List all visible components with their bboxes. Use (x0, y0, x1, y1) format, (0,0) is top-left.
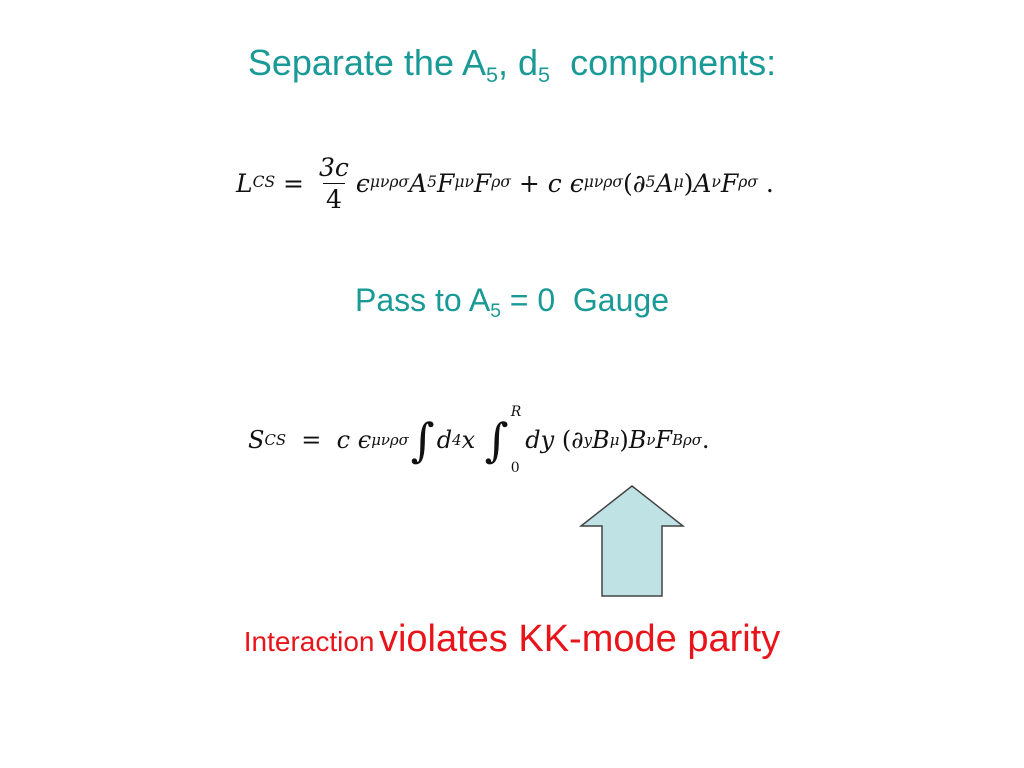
lcs-f2-sub: ρσ (491, 173, 511, 192)
lcs-paren-close: ) (683, 168, 694, 198)
scs-upper-limit: R (510, 404, 522, 420)
scs-bnu: B (628, 426, 647, 454)
up-arrow-shape (578, 485, 686, 597)
scs-integral-1: ∫ (410, 413, 435, 467)
scs-lhs: S (248, 426, 265, 454)
lcs-f2: F (473, 168, 492, 198)
lcs-frac-num: 3c (318, 152, 349, 182)
title-subscript-a: 5 (486, 61, 499, 87)
lcs-f1: F (437, 168, 455, 198)
scs-bmu: B (592, 426, 610, 454)
scs-x: x (461, 426, 483, 454)
scs-fb: F (655, 426, 673, 454)
lcs-f3: F (720, 168, 739, 198)
lcs-equals: = (275, 168, 312, 198)
lcs-lhs-sub: CS (252, 173, 276, 192)
lcs-amu-sub: μ (673, 173, 684, 192)
lcs-partial-sub: 5 (645, 173, 656, 192)
subtitle-subscript: 5 (490, 301, 501, 323)
scs-bnu-sub: ν (646, 430, 656, 449)
title-text-before: Separate the A (247, 42, 486, 83)
lcs-lhs: L (236, 168, 253, 198)
scs-period: . (701, 426, 710, 454)
lcs-f1-sub: μν (454, 173, 474, 192)
lcs-anu: A (693, 168, 712, 198)
lcs-amu: A (655, 168, 674, 198)
lcs-epsilon-2: ϵ (569, 168, 584, 198)
up-arrow-icon (578, 485, 686, 597)
scs-paren-open: (∂ (561, 426, 584, 454)
lcs-a5: A (409, 168, 428, 198)
bottom-small-text: Interaction (243, 626, 375, 657)
scs-d4: d (436, 426, 453, 454)
bottom-statement: Interaction violates KK-mode parity (0, 618, 1024, 661)
lcs-fraction: 3c 4 (316, 155, 352, 212)
scs-partial-sub: y (583, 430, 593, 449)
scs-dy: dy (525, 426, 562, 454)
lcs-period: . (757, 168, 774, 198)
subtitle-text-before: Pass to A (355, 282, 491, 318)
lcs-plus-c: + c (510, 168, 570, 198)
slide-title: Separate the A5, d5 components: (0, 42, 1024, 88)
title-text-mid: , d (498, 42, 539, 83)
scs-equals-c: = c (286, 426, 358, 454)
title-text-after: components: (550, 42, 777, 83)
scs-lhs-sub: CS (264, 430, 287, 449)
lcs-epsilon-2-sup: μνρσ (583, 173, 623, 192)
scs-fb-sub: Bρσ (672, 430, 702, 449)
lcs-f3-sub: ρσ (738, 173, 758, 192)
scs-lower-limit: 0 (510, 460, 520, 476)
scs-paren-close: ) (619, 426, 629, 454)
lcs-anu-sub: ν (711, 173, 721, 192)
lcs-a5-sub: 5 (427, 173, 438, 192)
scs-d4-sup: 4 (452, 430, 462, 449)
lcs-epsilon-sup: μνρσ (369, 173, 410, 192)
bottom-large-text: violates KK-mode parity (378, 618, 781, 660)
scs-epsilon: ϵ (357, 426, 372, 454)
title-subscript-d: 5 (538, 61, 551, 87)
scs-integral-limits: R 0 (511, 405, 522, 475)
scs-bmu-sub: μ (609, 430, 620, 449)
lcs-paren-open: (∂ (622, 168, 646, 198)
lcs-epsilon: ϵ (355, 168, 370, 198)
scs-integral-2: ∫ (484, 413, 509, 467)
gauge-subtitle: Pass to A5 = 0 Gauge (0, 282, 1024, 323)
subtitle-text-after: = 0 Gauge (500, 282, 669, 318)
scs-epsilon-sup: μνρσ (371, 430, 409, 449)
lcs-frac-den: 4 (322, 182, 345, 212)
